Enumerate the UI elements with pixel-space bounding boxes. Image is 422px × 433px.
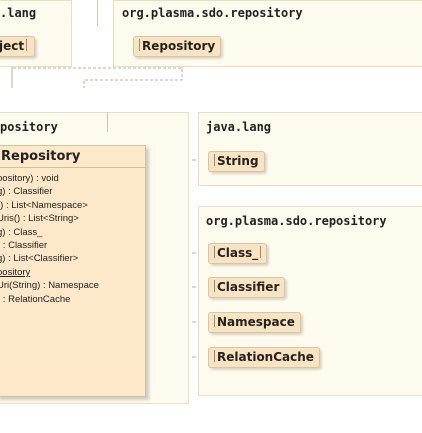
class-repository-main[interactable]: Repository pository) : void g) : Classif… [0,145,146,397]
operation-3: Uris() : List<String> [0,213,79,225]
operation-8: Uri(String) : Namespace [0,280,99,292]
operation-9: ) : RelationCache [0,293,71,305]
operation-7: pository [0,266,31,278]
package-title-repository-left: pository [0,120,58,134]
operation-2: () : List<Namespace> [0,199,88,211]
class-namespace-label: Namespace [217,315,295,329]
class-class-label: Class_ [217,246,259,260]
class-relation-cache-label: RelationCache [217,350,314,364]
package-title-repository-top: org.plasma.sdo.repository [122,6,303,20]
class-string-label: String [217,154,259,168]
class-class[interactable]: Class_ [208,243,268,264]
class-classifier-label: Classifier [217,280,280,294]
class-string[interactable]: String [208,151,265,172]
operation-5: ) : Classifier [0,240,48,252]
package-title-lang: .lang [0,6,37,20]
operation-4: g) : Class_ [0,226,43,238]
class-namespace[interactable]: Namespace [208,312,301,333]
operations-list: pository) : void g) : Classifier () : Li… [0,168,145,306]
operation-6: g) : List<Classifier> [0,253,79,265]
class-repository-top[interactable]: Repository [133,36,222,57]
class-object-label: ject [0,39,25,53]
operation-1: g) : Classifier [0,186,53,198]
class-repository-top-label: Repository [142,39,216,53]
generalization-line [11,67,183,88]
package-java-lang[interactable] [198,112,422,186]
package-title-repository-right: org.plasma.sdo.repository [206,214,387,228]
class-relation-cache[interactable]: RelationCache [208,347,320,368]
operation-0: pository) : void [0,173,59,184]
class-object-fragment[interactable]: ject [0,36,36,57]
class-repository-main-name: Repository [0,146,145,168]
package-title-java-lang: java.lang [206,120,272,134]
class-classifier[interactable]: Classifier [208,277,286,298]
